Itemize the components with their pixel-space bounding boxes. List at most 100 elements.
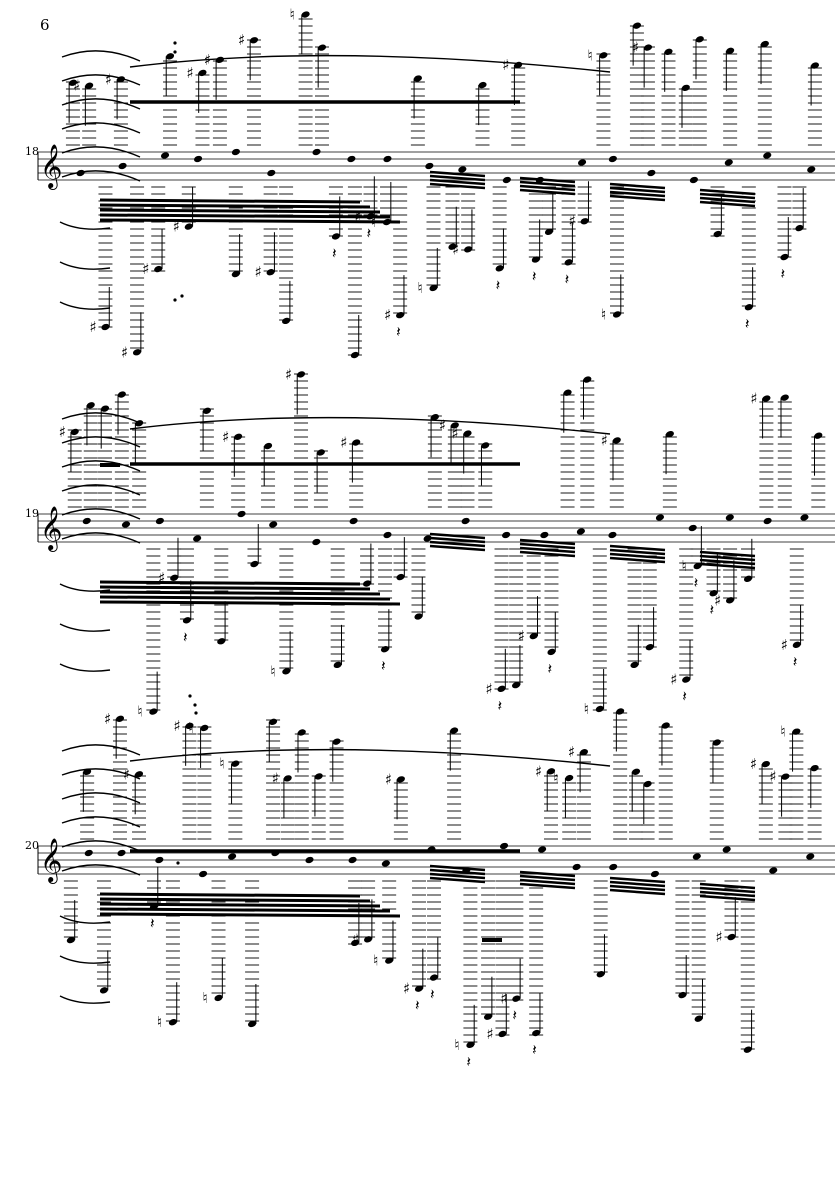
beam xyxy=(609,182,666,190)
augmentation-dot xyxy=(173,298,177,302)
beam xyxy=(609,880,666,888)
sharp-icon: ♯ xyxy=(385,770,392,788)
sharp-icon: ♮ xyxy=(454,1036,459,1054)
beam xyxy=(519,538,576,546)
notehead xyxy=(483,1013,493,1020)
beam xyxy=(609,888,666,896)
notehead xyxy=(572,863,581,871)
sharp-icon: ♯ xyxy=(352,930,359,948)
treble-clef-icon: 𝄞 xyxy=(40,838,62,884)
notehead xyxy=(497,685,506,692)
beam xyxy=(99,590,381,596)
notehead xyxy=(632,22,642,29)
sharp-icon: ♮ xyxy=(601,305,606,323)
notehead xyxy=(170,574,179,581)
notehead xyxy=(160,152,170,159)
sharp-icon: ♮ xyxy=(373,952,378,970)
notehead xyxy=(317,44,327,51)
beam xyxy=(519,542,576,550)
notehead xyxy=(193,155,203,163)
slur xyxy=(61,146,141,158)
beam xyxy=(519,870,576,878)
notehead xyxy=(414,613,423,620)
treble-clef-icon: 𝄞 xyxy=(40,144,62,190)
sharp-icon: ♯ xyxy=(715,928,722,946)
notehead xyxy=(709,590,718,597)
notehead xyxy=(347,155,356,163)
sharp-icon: ♮ xyxy=(157,1013,162,1031)
notehead xyxy=(692,853,701,860)
notehead xyxy=(502,531,511,539)
notehead xyxy=(712,739,721,746)
notehead xyxy=(296,371,306,378)
notehead xyxy=(234,433,243,440)
beam xyxy=(519,882,576,890)
beam xyxy=(429,536,486,544)
notehead xyxy=(316,449,325,456)
beam xyxy=(99,213,391,219)
notehead xyxy=(681,84,690,92)
notehead xyxy=(149,708,158,715)
notehead xyxy=(84,849,93,857)
notehead xyxy=(616,708,625,715)
slur xyxy=(59,583,111,592)
notehead xyxy=(198,69,207,77)
beam xyxy=(609,556,666,564)
notehead xyxy=(464,246,473,253)
slur xyxy=(59,623,111,632)
sharp-icon: ♮ xyxy=(270,662,275,680)
notehead xyxy=(227,853,237,860)
notehead xyxy=(271,849,280,857)
beam xyxy=(699,554,756,562)
notehead xyxy=(76,169,85,177)
beam xyxy=(699,200,756,208)
beam xyxy=(609,876,666,884)
notehead xyxy=(134,771,144,778)
notehead xyxy=(185,722,194,730)
slur xyxy=(59,995,111,1004)
slur xyxy=(61,50,141,62)
notehead xyxy=(282,317,291,325)
sharp-icon: ♯ xyxy=(439,416,446,434)
sharp-icon: ♯ xyxy=(568,743,575,761)
notehead xyxy=(466,1041,475,1049)
sharp-icon: ♯ xyxy=(486,1025,493,1043)
slur xyxy=(61,170,141,182)
beam xyxy=(699,558,756,566)
notehead xyxy=(382,218,392,226)
notehead xyxy=(495,265,504,272)
notehead xyxy=(713,230,722,238)
sharp-icon: ♮ xyxy=(188,719,193,737)
notehead xyxy=(267,169,276,177)
beam xyxy=(429,544,486,552)
notehead xyxy=(693,562,702,570)
sharp-icon: ♯ xyxy=(222,428,229,446)
notehead xyxy=(305,856,314,864)
beam xyxy=(519,874,576,882)
quarter-rest-icon: 𝄽 xyxy=(150,915,155,933)
notehead xyxy=(248,1020,257,1028)
augmentation-dot xyxy=(188,694,192,698)
beam xyxy=(429,182,486,190)
sharp-icon: ♯ xyxy=(750,390,757,408)
notehead xyxy=(763,517,772,525)
beam xyxy=(429,872,486,880)
beam xyxy=(519,188,576,196)
notehead xyxy=(806,853,815,860)
beam xyxy=(699,562,756,570)
slur xyxy=(59,301,111,310)
notehead xyxy=(546,768,556,775)
notehead xyxy=(214,994,223,1002)
notehead xyxy=(66,936,75,944)
quarter-rest-icon: 𝄽 xyxy=(332,244,337,262)
sharp-icon: ♯ xyxy=(781,636,788,654)
notehead xyxy=(664,48,673,55)
notehead xyxy=(314,773,323,780)
notehead xyxy=(583,376,592,383)
notehead xyxy=(724,159,733,166)
quarter-rest-icon: 𝄽 xyxy=(780,265,785,283)
notehead xyxy=(351,939,360,947)
notehead xyxy=(363,580,372,587)
beam xyxy=(699,550,756,558)
quarter-rest-icon: 𝄽 xyxy=(793,653,798,671)
